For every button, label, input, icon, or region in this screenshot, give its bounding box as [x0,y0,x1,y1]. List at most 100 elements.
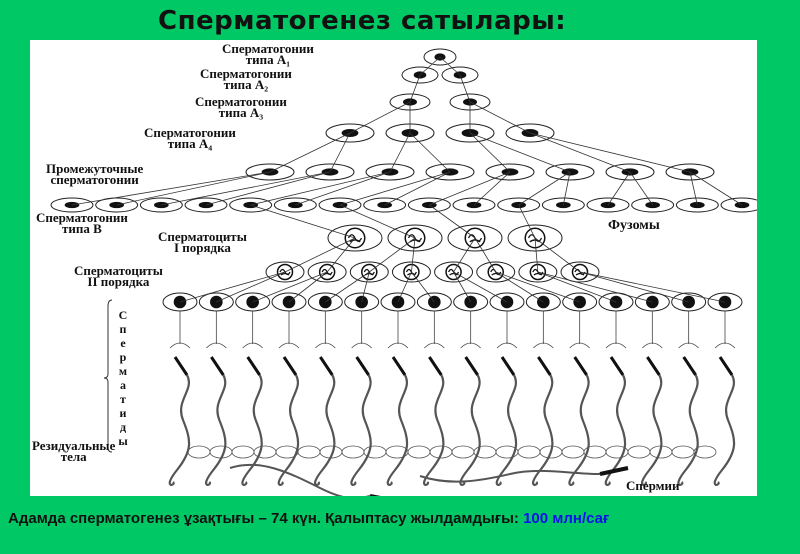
footer-highlight: 100 млн/сағ [523,510,610,527]
sperm-head [428,356,443,376]
cell-bridge [469,132,511,173]
cell-bridge [252,271,328,303]
cell-bridge [495,271,544,303]
sperm-head [319,356,334,376]
residual-body [187,445,211,459]
cell-bridge [284,237,356,273]
cell-bridge [518,204,536,239]
label-a1-line1: Сперматогонии [222,41,314,56]
cell-bridge [534,237,539,273]
cell-bridge [326,237,356,273]
spermatids-letter: ы [118,434,128,448]
cell-bridge [429,204,476,239]
spermatids-letter: т [120,392,126,406]
cell-bridge [339,171,451,206]
cytoplasm-arc [533,342,554,349]
label-fusomes: Фузомы [608,218,660,233]
cell-bridge [329,132,351,173]
spermatids-bracket [103,299,113,453]
sperm-head [464,356,479,376]
cell-bridge [469,101,531,134]
cell-bridge [216,271,286,303]
typeb-nucleus [689,201,705,209]
cell-bridge [689,171,743,206]
residual-body [231,445,255,459]
spermatids-letter: р [119,350,127,364]
cell-bridge [579,271,726,303]
cell-bridge [116,171,271,206]
typeb-nucleus [243,201,259,209]
label-sc1-line2: I порядка [173,240,231,255]
cell-bridge [579,271,689,303]
cell-bridge [439,56,461,76]
cytoplasm-arc [605,342,627,349]
sperm-tail [241,374,263,486]
cytoplasm-arc [678,342,699,349]
residual-body [517,445,541,459]
sperm-head [537,356,552,376]
cell-bridge [469,132,571,173]
sperm-head [355,356,370,376]
cell-bridge [409,74,421,103]
cell-bridge [325,271,370,303]
cell-bridge [161,171,331,206]
sperm-tail [459,374,481,486]
cell-bridge [369,237,416,273]
cell-bridge [495,271,580,303]
cell-bridge [419,56,441,76]
cell-bridge [361,271,370,303]
cytoplasm-arc [460,342,481,349]
label-a3-line1: Сперматогонии [195,94,287,109]
sperm-head [210,356,225,376]
cell-bridge [397,271,412,303]
cell-bridge [518,171,571,206]
cell-bridge [537,271,653,303]
cell-bridge [288,271,328,303]
sperm-head [646,356,661,376]
sperm-tail [229,463,370,496]
sperm-head [173,356,189,376]
cytoplasm-arc [496,342,518,349]
cell-bridge [384,171,451,206]
footer-text: Адамда сперматогенез ұзақтығы – 74 күн. … [8,510,609,527]
label-a4-line2: типа А₄ [167,136,213,151]
sperm-head [246,356,261,376]
residual-body [671,445,695,459]
spermatids-letter: С [118,308,128,322]
sperm-tail [713,374,736,486]
cell-bridge [411,271,435,303]
cell-bridge [179,271,286,303]
cell-bridge [250,204,356,239]
cytoplasm-arc [387,342,409,349]
label-residual-line2: тела [60,449,87,464]
cell-bridge [473,171,511,206]
sperm-tail [495,374,518,486]
sperm-tail [640,374,663,486]
residual-body [297,445,321,459]
sperm-tail [531,374,554,486]
sperm-tail [204,374,227,486]
sperm-tail [313,374,336,486]
sperm-tail [419,469,601,483]
cell-bridge [295,171,391,206]
footer-main: Адамда сперматогенез ұзақтығы – 74 күн. … [8,510,524,527]
cell-bridge [537,271,617,303]
cell-bridge [689,171,698,206]
cell-bridge [71,171,271,206]
label-sc2-line1: Сперматоциты [74,263,163,278]
sperm-head [599,466,629,476]
label-typeb-line1: Сперматогонии [36,210,128,225]
spermatids-letter: и [119,406,127,420]
cell-bridge [349,101,411,134]
cell-bridge [474,237,497,273]
sperm-tail [277,374,300,486]
residual-body [451,445,475,459]
cell-bridge [562,171,571,206]
sperm-tail [568,374,590,486]
cell-bridge [459,74,471,103]
